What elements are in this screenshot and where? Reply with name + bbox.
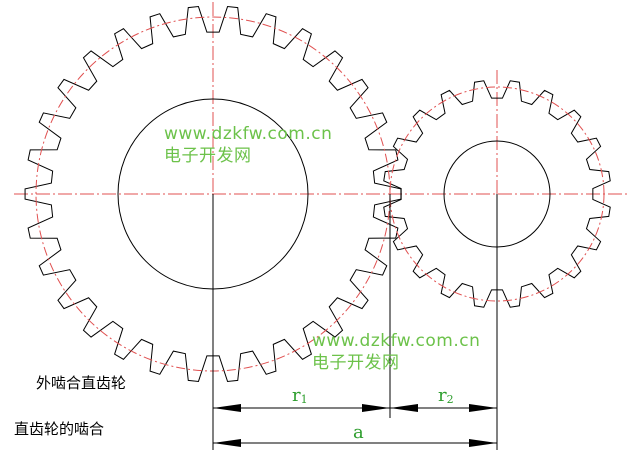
large-gear-outline	[24, 6, 402, 382]
watermark-site-name: 电子开发网	[164, 146, 252, 166]
watermark-site-name: 电子开发网	[312, 353, 400, 373]
a-label: a	[353, 422, 364, 443]
watermark-url: www.dzkfw.com.cn	[164, 124, 333, 144]
watermark-top: www.dzkfw.com.cn 电子开发网	[164, 123, 332, 167]
r1-label: r1	[292, 385, 308, 406]
caption-external-mesh: 外啮合直齿轮	[36, 374, 127, 392]
watermark-url: www.dzkfw.com.cn	[312, 331, 481, 351]
small-gear-outline	[383, 80, 611, 308]
dimension-r1: r1	[213, 385, 390, 412]
watermark-bottom: www.dzkfw.com.cn 电子开发网	[312, 330, 480, 374]
r2-label: r2	[438, 385, 454, 406]
dimension-r2: r2	[390, 385, 497, 412]
caption-spur-gear-mesh: 直齿轮的啮合	[14, 420, 105, 438]
dimension-center-distance: a	[213, 422, 497, 447]
